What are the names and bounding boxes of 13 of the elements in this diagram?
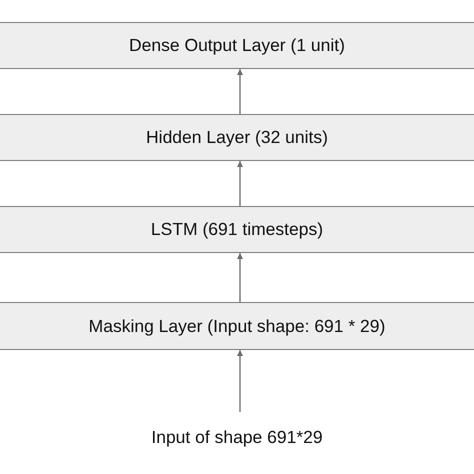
layer-box [0,206,474,253]
layer-label: Dense Output Layer (1 unit) [129,35,345,56]
layer-box [0,114,474,161]
layer-label: Hidden Layer (32 units) [146,127,328,148]
layer-label: LSTM (691 timesteps) [150,219,324,240]
arrow [237,69,243,114]
arrow [237,350,243,412]
arrow [237,253,243,302]
input-label: Input of shape 691*29 [151,426,323,448]
arrow [237,161,243,206]
layer-box [0,22,474,69]
layer-label: Masking Layer (Input shape: 691 * 29) [88,316,386,336]
layer-box [0,302,474,350]
